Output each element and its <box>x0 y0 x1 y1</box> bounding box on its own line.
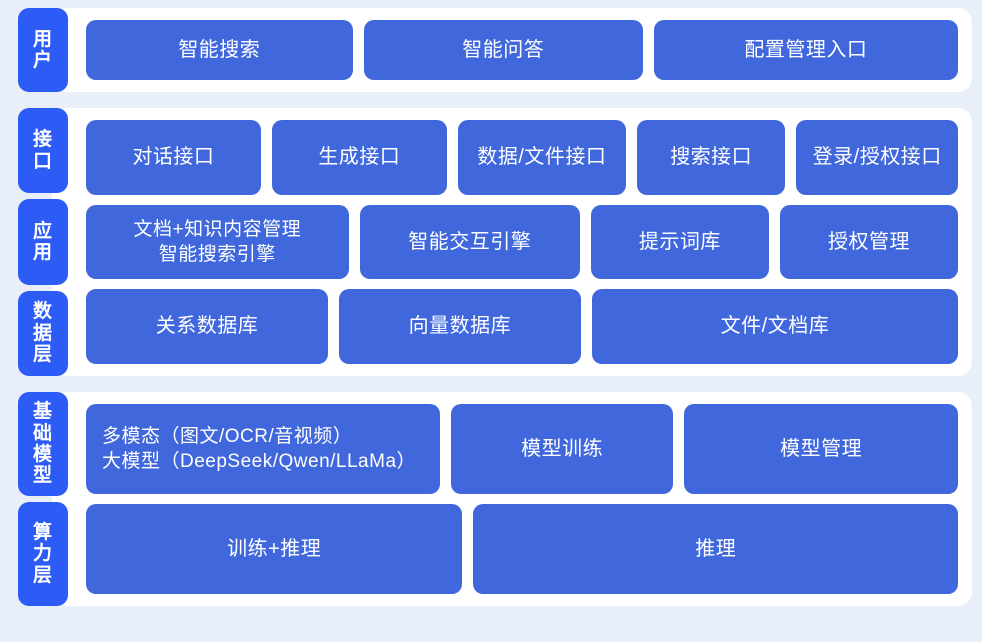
card-relational-database[interactable]: 关系数据库 <box>86 289 328 365</box>
card-training-inference[interactable]: 训练+推理 <box>86 504 463 594</box>
label-column-users: 用户 <box>10 8 68 92</box>
card-smart-interaction-engine[interactable]: 智能交互引擎 <box>359 204 580 280</box>
layer-label-foundation-model: 基础模型 <box>18 392 68 496</box>
card-prompt-library[interactable]: 提示词库 <box>590 204 769 280</box>
card-config-management-entry[interactable]: 配置管理入口 <box>653 20 958 80</box>
card-generation-api[interactable]: 生成接口 <box>271 120 447 195</box>
row-compute-layer: 训练+推理 推理 <box>86 504 958 594</box>
band-platform: 接口 应用 数据层 对话接口 生成接口 数据/文件接口 搜索接口 登录/授权接口… <box>10 108 972 376</box>
layer-label-data-text: 数据层 <box>32 301 53 365</box>
layer-label-interface: 接口 <box>18 108 68 194</box>
panel-users: 智能搜索 智能问答 配置管理入口 <box>52 8 972 92</box>
layer-label-compute-text: 算力层 <box>32 522 53 586</box>
row-data-layer: 关系数据库 向量数据库 文件/文档库 <box>86 289 959 365</box>
card-multimodal-large-model[interactable]: 多模态（图文/OCR/音视频） 大模型（DeepSeek/Qwen/LLaMa） <box>86 404 440 494</box>
row-user-entries: 智能搜索 智能问答 配置管理入口 <box>86 20 958 80</box>
layer-label-compute: 算力层 <box>18 502 68 606</box>
card-model-management[interactable]: 模型管理 <box>684 404 958 494</box>
card-model-training[interactable]: 模型训练 <box>450 404 674 494</box>
band-infrastructure: 基础模型 算力层 多模态（图文/OCR/音视频） 大模型（DeepSeek/Qw… <box>10 392 972 606</box>
card-login-auth-api[interactable]: 登录/授权接口 <box>796 120 959 195</box>
card-smart-qa[interactable]: 智能问答 <box>363 20 643 80</box>
label-column-platform: 接口 应用 数据层 <box>10 108 68 376</box>
card-smart-search[interactable]: 智能搜索 <box>86 20 353 80</box>
label-column-infrastructure: 基础模型 算力层 <box>10 392 68 606</box>
layer-label-user: 用户 <box>18 8 68 92</box>
card-dialog-api[interactable]: 对话接口 <box>86 120 261 195</box>
layer-label-user-text: 用户 <box>32 28 53 71</box>
card-authorization-management[interactable]: 授权管理 <box>779 204 958 280</box>
panel-platform: 对话接口 生成接口 数据/文件接口 搜索接口 登录/授权接口 文档+知识内容管理… <box>52 108 972 376</box>
card-doc-knowledge-management[interactable]: 文档+知识内容管理 智能搜索引擎 <box>86 204 349 280</box>
layer-label-application: 应用 <box>18 199 68 285</box>
layer-label-data: 数据层 <box>18 290 68 376</box>
row-interface-layer: 对话接口 生成接口 数据/文件接口 搜索接口 登录/授权接口 <box>86 120 959 195</box>
panel-infrastructure: 多模态（图文/OCR/音视频） 大模型（DeepSeek/Qwen/LLaMa）… <box>52 392 972 606</box>
card-file-document-store[interactable]: 文件/文档库 <box>591 289 959 365</box>
row-foundation-model-layer: 多模态（图文/OCR/音视频） 大模型（DeepSeek/Qwen/LLaMa）… <box>86 404 958 494</box>
layer-label-application-text: 应用 <box>32 220 53 263</box>
band-users: 用户 智能搜索 智能问答 配置管理入口 <box>10 8 972 92</box>
card-inference[interactable]: 推理 <box>473 504 958 594</box>
card-search-api[interactable]: 搜索接口 <box>637 120 786 195</box>
layer-label-foundation-model-text: 基础模型 <box>32 401 53 487</box>
row-application-layer: 文档+知识内容管理 智能搜索引擎 智能交互引擎 提示词库 授权管理 <box>86 204 958 280</box>
card-vector-database[interactable]: 向量数据库 <box>338 289 581 365</box>
card-data-file-api[interactable]: 数据/文件接口 <box>457 120 626 195</box>
layer-label-interface-text: 接口 <box>32 129 53 172</box>
